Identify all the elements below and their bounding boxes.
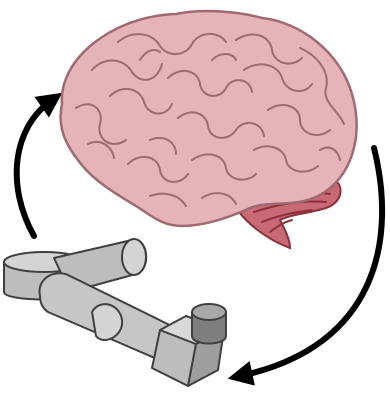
robot-arm-icon: [4, 239, 226, 386]
brain-icon: [61, 11, 357, 248]
arrow-robot-to-brain: [17, 100, 52, 236]
robot-effector-top: [192, 304, 226, 320]
robot-forearm-joint: [92, 304, 122, 340]
robot-upper-link-cap: [122, 239, 146, 275]
